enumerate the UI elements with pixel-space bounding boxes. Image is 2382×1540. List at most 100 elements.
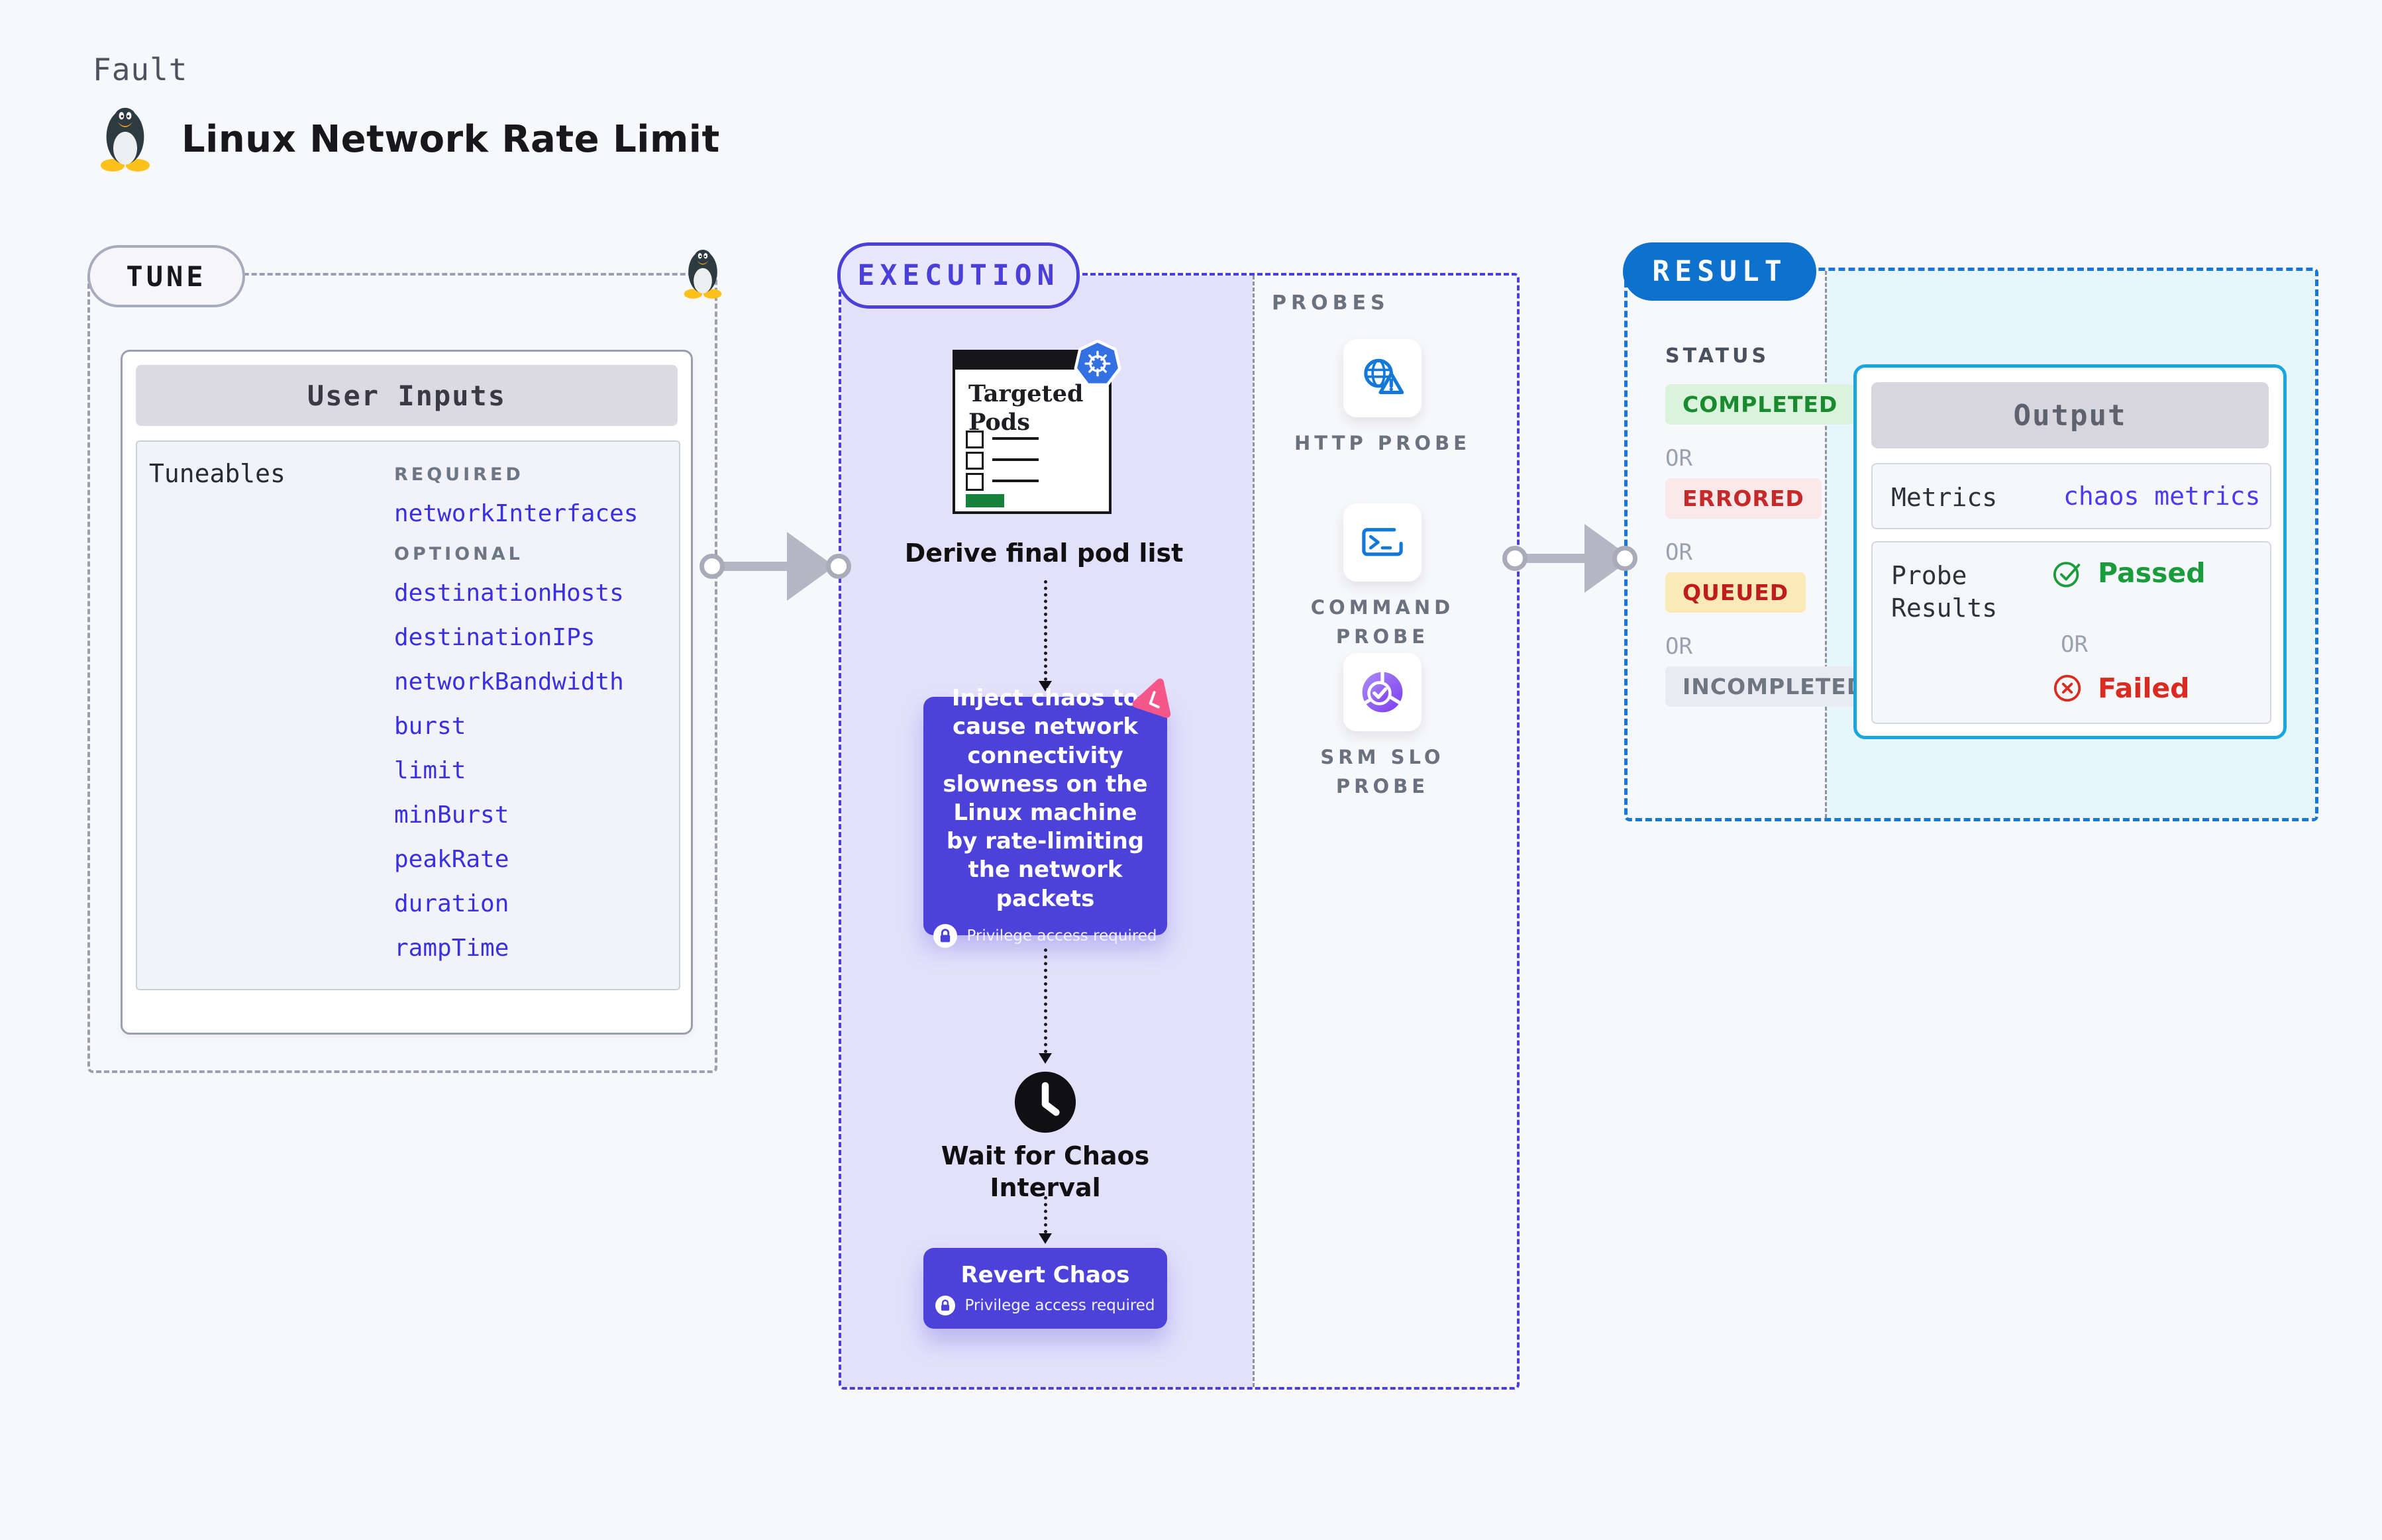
probe-label-line: HTTP PROBE <box>1294 432 1471 454</box>
pod-checkbox <box>966 473 984 491</box>
connector-dot <box>699 554 725 579</box>
required-label: REQUIRED <box>394 464 524 485</box>
tuneable-item: burst <box>394 713 466 740</box>
tuneable-item: peakRate <box>394 846 509 873</box>
output-header: Output <box>1871 382 2269 448</box>
flow-dotted-arrowhead <box>1039 1053 1052 1064</box>
check-circle-icon <box>2053 562 2081 588</box>
revert-chaos-text: Revert Chaos <box>960 1262 1130 1289</box>
derive-pod-list-label: Derive final pod list <box>904 539 1184 568</box>
metrics-value: chaos metrics <box>2063 482 2261 511</box>
terminal-icon <box>1362 528 1403 556</box>
output-box: Output Metrics chaos metrics Probe Resul… <box>1853 364 2287 739</box>
http-probe-card <box>1343 339 1422 417</box>
revert-chaos-box: Revert Chaos Privilege access required <box>923 1248 1167 1329</box>
or-separator: OR <box>1665 445 1692 472</box>
privilege-label: Privilege access required <box>966 927 1157 945</box>
pod-checkbox <box>966 431 984 448</box>
output-title: Output <box>2013 398 2127 433</box>
probe-label-line: PROBE <box>1335 774 1429 797</box>
x-circle-icon <box>2053 674 2081 702</box>
flow-dotted-line <box>1044 580 1047 681</box>
connector-dot <box>1612 546 1637 571</box>
page-title: Linux Network Rate Limit <box>181 118 720 161</box>
tuneable-item: limit <box>394 757 466 784</box>
user-inputs-card: User Inputs Tuneables REQUIRED networkIn… <box>121 350 693 1035</box>
tuneable-item: networkBandwidth <box>394 668 624 695</box>
http-probe-label: HTTP PROBE <box>1283 429 1482 458</box>
probe-results-label: Probe Results <box>1891 561 1998 623</box>
user-inputs-header: User Inputs <box>136 365 678 426</box>
tune-badge-label: TUNE <box>126 260 207 293</box>
status-badge-completed: COMPLETED <box>1665 384 1855 425</box>
slo-donut-icon <box>1362 672 1403 713</box>
result-badge: RESULT <box>1623 242 1816 301</box>
targeted-pods-card: Targeted Pods <box>953 350 1112 514</box>
globe-alert-icon <box>1364 358 1404 395</box>
litmus-chaos-icon <box>1123 672 1179 729</box>
command-probe-label: COMMAND PROBE <box>1283 593 1482 651</box>
fault-kicker: Fault <box>93 52 188 87</box>
tuneable-item: destinationHosts <box>394 580 624 607</box>
passed-label: Passed <box>2098 557 2206 589</box>
flow-arrow <box>723 562 787 571</box>
wait-chaos-label: Wait for Chaos Interval <box>941 1141 1150 1202</box>
connector-dot <box>826 554 851 579</box>
flow-arrow <box>1526 554 1584 563</box>
tux-small-icon <box>681 241 725 303</box>
failed-label: Failed <box>2098 672 2190 704</box>
user-inputs-title: User Inputs <box>307 379 507 412</box>
metrics-row: Metrics chaos metrics <box>1871 463 2271 529</box>
srm-slo-probe-label: SRM SLO PROBE <box>1283 743 1482 801</box>
command-probe-card <box>1343 503 1422 582</box>
result-divider <box>1825 271 1827 818</box>
pod-line <box>992 480 1039 482</box>
flow-dotted-arrowhead <box>1039 681 1052 692</box>
tune-badge: TUNE <box>87 245 245 307</box>
probe-results-row: Probe Results Passed OR Failed <box>1871 541 2271 724</box>
pod-line <box>992 437 1039 440</box>
tuneable-item: networkInterfaces <box>394 500 639 527</box>
clock-icon <box>1013 1070 1077 1134</box>
tune-region <box>87 273 717 1073</box>
inject-chaos-box: Inject chaos to cause network connectivi… <box>923 685 1167 948</box>
execution-badge-label: EXECUTION <box>857 259 1060 292</box>
inject-chaos-text: Inject chaos to cause network connectivi… <box>943 685 1148 912</box>
privilege-label: Privilege access required <box>964 1296 1155 1314</box>
targeted-pods-title: Targeted Pods <box>968 380 1084 436</box>
failed-row: Failed <box>2051 672 2190 704</box>
tuneable-item: duration <box>394 890 509 917</box>
probe-label-line: COMMAND <box>1310 596 1455 619</box>
srm-slo-probe-card <box>1343 653 1422 731</box>
connector-dot <box>1502 546 1528 571</box>
probe-label-line: PROBE <box>1335 625 1429 648</box>
probe-label-line: SRM SLO <box>1320 746 1445 768</box>
flow-dotted-line <box>1044 949 1047 1053</box>
probes-label: PROBES <box>1272 291 1390 315</box>
status-label: STATUS <box>1665 344 1770 368</box>
lock-icon <box>935 1295 956 1315</box>
passed-row: Passed <box>2051 557 2206 589</box>
metrics-label: Metrics <box>1891 483 1998 512</box>
or-separator: OR <box>1665 633 1692 660</box>
tuneable-item: minBurst <box>394 801 509 829</box>
kubernetes-icon <box>1073 339 1122 388</box>
tux-icon <box>97 101 154 174</box>
flow-dotted-line <box>1044 1196 1047 1233</box>
tuneables-label: Tuneables <box>149 459 285 488</box>
execution-badge: EXECUTION <box>837 242 1080 309</box>
or-separator: OR <box>1665 539 1692 566</box>
tuneable-item: destinationIPs <box>394 624 596 651</box>
or-separator: OR <box>2061 631 2088 658</box>
pod-green-bar <box>966 494 1004 507</box>
status-badge-errored: ERRORED <box>1665 478 1822 519</box>
result-badge-label: RESULT <box>1652 255 1787 288</box>
status-badge-incompleted: INCOMPLETED <box>1665 666 1883 707</box>
status-badge-queued: QUEUED <box>1665 572 1806 613</box>
optional-label: OPTIONAL <box>394 544 523 564</box>
probes-divider <box>1253 276 1255 1387</box>
pod-line <box>992 458 1039 461</box>
tuneable-item: rampTime <box>394 935 509 962</box>
pod-checkbox <box>966 452 984 470</box>
